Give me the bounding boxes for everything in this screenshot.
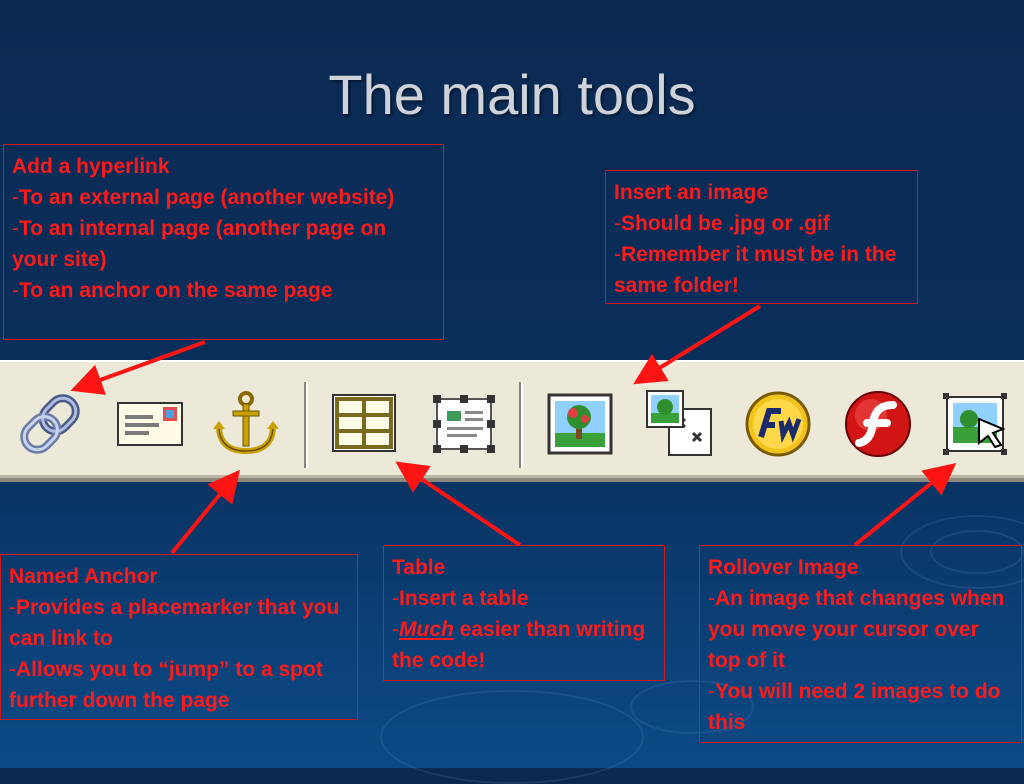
toolbar-shadow <box>0 478 1024 482</box>
fireworks-button[interactable] <box>742 388 814 460</box>
email-link-icon <box>117 402 183 446</box>
callout-named-anchor: Named Anchor -Provides a placemarker tha… <box>0 554 358 720</box>
callout-rollover-image: Rollover Image -An image that changes wh… <box>699 545 1022 743</box>
flash-button[interactable] <box>842 388 914 460</box>
background-ripple <box>900 515 1024 589</box>
callout-line: -An image that changes when you move you… <box>708 587 1005 672</box>
fireworks-icon <box>745 391 811 457</box>
callout-table: Table -Insert a table -Much easier than … <box>383 545 665 681</box>
image-placeholder-icon <box>646 390 712 456</box>
callout-line: -Remember it must be in the same folder! <box>614 243 897 297</box>
email-link-button[interactable] <box>114 388 186 460</box>
callout-heading: Table <box>392 556 446 579</box>
layer-icon <box>433 395 495 453</box>
table-button[interactable] <box>328 388 400 460</box>
callout-heading: Add a hyperlink <box>12 155 170 178</box>
callout-line: -Much easier than writing the code! <box>392 618 646 672</box>
image-placeholder-button[interactable] <box>644 388 716 460</box>
insert-toolbar <box>0 360 1024 478</box>
insert-image-button[interactable] <box>544 388 616 460</box>
rollover-image-button[interactable] <box>940 388 1012 460</box>
callout-line: -To an internal page (another page on yo… <box>12 217 387 271</box>
hyperlink-button[interactable] <box>14 388 86 460</box>
layer-button[interactable] <box>428 388 500 460</box>
callout-line: -To an external page (another website) <box>12 186 395 209</box>
toolbar-separator <box>304 382 308 468</box>
background-ripple <box>380 690 644 784</box>
callout-heading: Insert an image <box>614 181 769 204</box>
named-anchor-icon <box>213 391 279 455</box>
arrow-named-anchor <box>170 469 241 555</box>
callout-line: -Provides a placemarker that you can lin… <box>9 596 340 650</box>
image-icon <box>547 393 613 455</box>
callout-hyperlink: Add a hyperlink -To an external page (an… <box>3 144 444 340</box>
callout-image: Insert an image -Should be .jpg or .gif … <box>605 170 918 304</box>
table-icon <box>332 394 396 452</box>
callout-line: -Should be .jpg or .gif <box>614 212 830 235</box>
named-anchor-button[interactable] <box>210 388 282 460</box>
flash-icon <box>845 391 911 457</box>
rollover-image-icon <box>943 393 1007 455</box>
background-ripple <box>630 680 754 734</box>
slide-title: The main tools <box>328 63 696 126</box>
callout-heading: Rollover Image <box>708 556 859 579</box>
toolbar-separator <box>519 382 523 468</box>
callout-line: -Insert a table <box>392 587 529 610</box>
hyperlink-icon <box>20 394 80 454</box>
callout-line: -To an anchor on the same page <box>12 279 333 302</box>
callout-heading: Named Anchor <box>9 565 158 588</box>
callout-line: -You will need 2 images to do this <box>708 680 1001 734</box>
callout-line: -Allows you to “jump” to a spot further … <box>9 658 323 712</box>
